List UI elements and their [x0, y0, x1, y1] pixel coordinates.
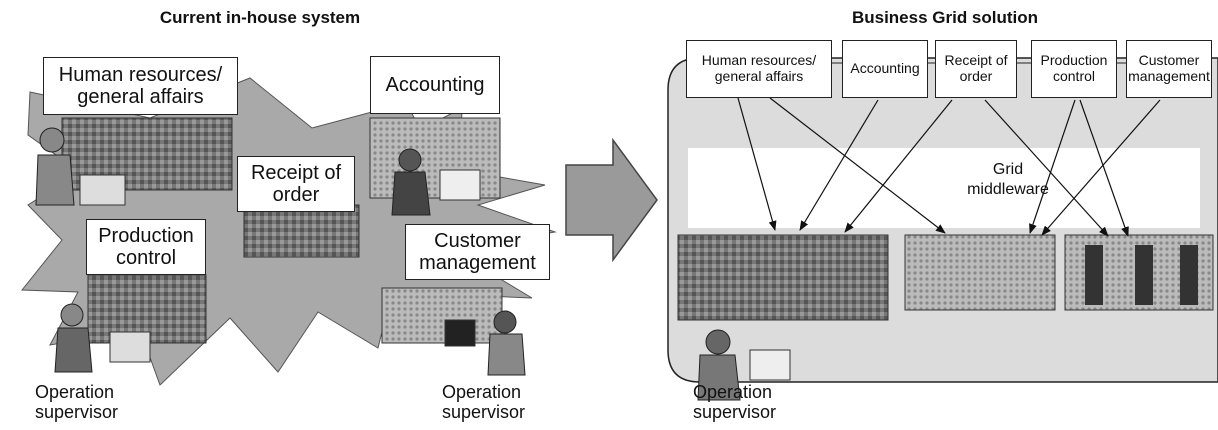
grid-accounting-box: Accounting [842, 40, 928, 98]
grid-middleware-label: Grid middleware [967, 161, 1049, 198]
production-box: Production control [86, 219, 206, 275]
assignment-arrows [737, 97, 1161, 237]
arrow-production-to-middle [1029, 99, 1076, 234]
server-group-left [677, 234, 889, 401]
grid-production-label: Production control [1040, 52, 1108, 84]
arrow-hr-to-left [737, 97, 777, 231]
grid-accounting-label: Accounting [850, 60, 920, 77]
production-label: Production control [98, 224, 194, 269]
current-system-title: Current in-house system [159, 8, 361, 27]
operator-right-label: Operation supervisor [442, 382, 526, 422]
customer-box: Customer management [405, 224, 550, 280]
grid-receipt-box: Receipt of order [935, 40, 1017, 98]
arrow-receipt-to-left [844, 99, 953, 233]
transition-arrow [565, 137, 658, 263]
grid-receipt-label: Receipt of order [944, 52, 1008, 84]
operator-left-label: Operation supervisor [35, 382, 119, 422]
grid-customer-label: Customer management [1128, 52, 1210, 84]
receipt-label: Receipt of order [250, 161, 342, 206]
arrow-accounting-to-left [799, 99, 879, 231]
server-group-middle [904, 234, 1056, 311]
arrow-receipt-to-right [984, 99, 1109, 237]
grid-hr-box: Human resources/ general affairs [686, 40, 832, 98]
grid-solution-title: Business Grid solution [851, 8, 1039, 27]
accounting-label: Accounting [385, 73, 485, 96]
customer-label: Customer management [419, 229, 536, 274]
grid-hr-label: Human resources/ general affairs [701, 52, 817, 84]
server-group-right [1064, 234, 1214, 311]
accounting-server-illustration [369, 117, 501, 216]
arrow-production-to-right [1079, 99, 1129, 237]
hr-server-illustration [35, 117, 233, 206]
arrow-customer-to-middle [1041, 99, 1161, 236]
customer-server-illustration [381, 287, 526, 376]
receipt-box: Receipt of order [237, 156, 355, 212]
hr-label: Human resources/ general affairs [58, 63, 223, 108]
production-server-illustration [54, 274, 207, 373]
grid-operator-label: Operation supervisor [693, 382, 777, 422]
grid-production-box: Production control [1031, 40, 1117, 98]
receipt-server-illustration [243, 204, 360, 258]
grid-middleware-band [688, 148, 1200, 228]
hr-box: Human resources/ general affairs [43, 57, 238, 115]
arrow-hr-to-middle [769, 97, 946, 234]
grid-customer-box: Customer management [1126, 40, 1212, 98]
accounting-box: Accounting [370, 56, 500, 114]
